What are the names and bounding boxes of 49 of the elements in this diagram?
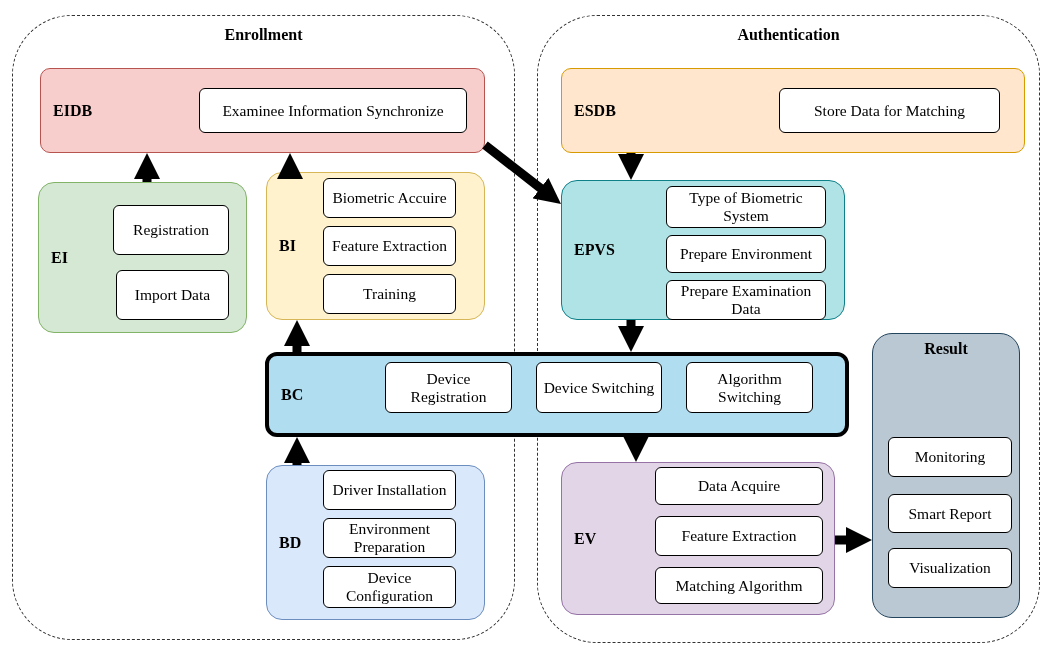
arrow — [623, 436, 649, 462]
section-heading: BD — [279, 533, 302, 552]
process-box: Matching Algorithm — [655, 567, 823, 604]
result-panel — [872, 333, 1020, 618]
section-heading: Result — [923, 340, 969, 358]
arrow — [835, 527, 872, 553]
process-box: Registration — [113, 205, 229, 255]
process-box: Examinee Information Synchronize — [199, 88, 467, 133]
section-heading: Enrollment — [223, 26, 304, 44]
process-box: Driver Installation — [323, 470, 456, 510]
section-heading: BC — [281, 385, 304, 404]
module-panel — [266, 465, 485, 620]
process-box: Environment Preparation — [323, 518, 456, 558]
process-box: Smart Report — [888, 494, 1012, 533]
module-panel — [38, 182, 247, 333]
process-box: Training — [323, 274, 456, 314]
section-heading: EIDB — [53, 101, 93, 120]
process-box: Device Registration — [385, 362, 512, 413]
module-panel — [561, 180, 845, 320]
section-heading: Authentication — [736, 26, 841, 44]
process-box: Visualization — [888, 548, 1012, 588]
process-box: Import Data — [116, 270, 229, 320]
module-panel — [561, 68, 1025, 153]
process-box: Biometric Accuire — [323, 178, 456, 218]
arrow — [284, 320, 310, 352]
section-heading: EV — [574, 529, 597, 548]
module-panel — [40, 68, 485, 153]
process-box: Feature Extraction — [323, 226, 456, 266]
process-box: Feature Extraction — [655, 516, 823, 556]
module-panel — [561, 462, 835, 615]
arrow — [618, 153, 644, 180]
process-box: Algorithm Switching — [686, 362, 813, 413]
process-box: Store Data for Matching — [779, 88, 1000, 133]
section-heading: EI — [51, 248, 68, 267]
process-box: Prepare Environment — [666, 235, 826, 273]
arrow — [618, 320, 644, 352]
section-heading: EPVS — [574, 241, 615, 259]
module-panel — [266, 172, 485, 320]
section-heading: ESDB — [574, 101, 616, 120]
process-box: Type of Biometric System — [666, 186, 826, 228]
process-box: Device Switching — [536, 362, 662, 413]
process-box: Prepare Examination Data — [666, 280, 826, 320]
arrow — [277, 153, 303, 179]
process-box: Data Acquire — [655, 467, 823, 505]
section-heading: BI — [279, 237, 296, 255]
arrow — [284, 437, 310, 465]
process-box: Monitoring — [888, 437, 1012, 477]
arrow — [134, 153, 160, 182]
process-box: Device Configuration — [323, 566, 456, 608]
